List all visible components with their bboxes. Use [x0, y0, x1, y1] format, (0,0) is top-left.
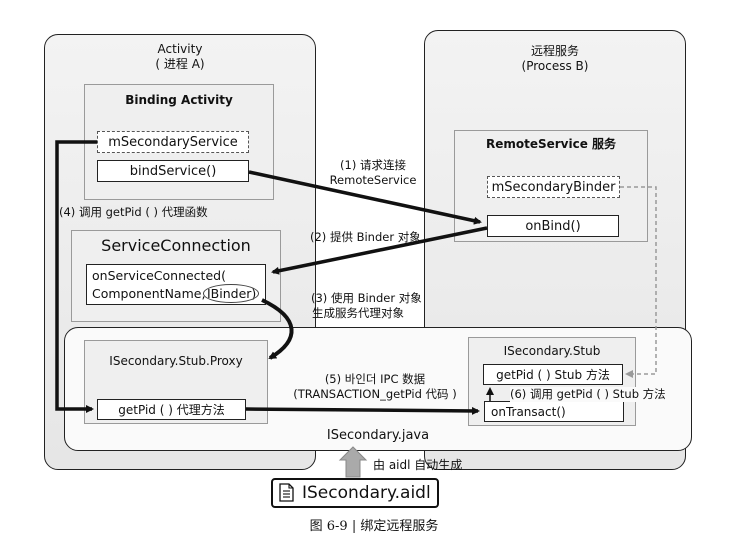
aidl-file-name: ISecondary.aidl — [302, 483, 431, 503]
step3-label-line1: (3) 使用 Binder 对象 — [311, 291, 422, 305]
step5-arrow — [245, 406, 480, 415]
step5-label-line1: (5) 바인더 IPC 数据 — [324, 372, 426, 386]
remote-service-title: RemoteService 服务 — [485, 137, 617, 151]
figure-caption: 图 6-9 | 绑定远程服务 — [309, 519, 439, 534]
auto-generated-label: 由 aidl 自动生成 — [373, 458, 463, 472]
step1-label-line2: RemoteService — [329, 173, 417, 187]
step6-label: (6) 调用 getPid ( ) Stub 方法 — [510, 387, 666, 402]
document-icon — [279, 483, 294, 502]
step4-arrow — [55, 140, 97, 413]
remote-title: 远程服务 — [530, 44, 579, 58]
proxy-get-pid-method: getPid ( ) 代理方法 — [97, 399, 246, 420]
activity-title: Activity — [157, 42, 203, 56]
step3-label-line2: 生成服务代理对象 — [312, 306, 404, 320]
ibinder-highlight — [203, 284, 259, 303]
binder-to-stub-dashed-arrow — [620, 186, 657, 378]
stub-title: ISecondary.Stub — [503, 344, 601, 358]
activity-subtitle: ( 进程 A) — [155, 57, 205, 71]
step2-arrow — [271, 226, 488, 275]
binding-activity-title: Binding Activity — [125, 93, 233, 107]
stub-get-pid-method: getPid ( ) Stub 方法 — [483, 364, 623, 385]
service-connection-title: ServiceConnection — [101, 236, 251, 255]
step3-arrow — [261, 298, 294, 360]
aidl-generate-arrow — [338, 446, 368, 478]
aidl-file-box — [271, 478, 439, 508]
remote-subtitle: (Process B) — [521, 59, 589, 73]
bind-service-method: bindService() — [97, 160, 249, 182]
step2-label: (2) 提供 Binder 对象 — [310, 230, 421, 244]
m-secondary-binder-field: mSecondaryBinder — [487, 176, 620, 198]
on-service-connected-line1: onServiceConnected( — [92, 268, 226, 283]
step5-label-line2: (TRANSACTION_getPid 代码 ) — [293, 387, 457, 401]
step1-arrow — [248, 170, 482, 225]
proxy-title: ISecondary.Stub.Proxy — [109, 354, 243, 368]
step4-label: (4) 调用 getPid ( ) 代理函数 — [59, 205, 208, 220]
step1-label-line1: (1) 请求连接 — [340, 158, 406, 172]
on-bind-method: onBind() — [487, 215, 619, 237]
on-service-connected-line2: ComponentName, — [92, 286, 206, 301]
isecondary-java-label: ISecondary.java — [326, 428, 430, 443]
m-secondary-service-field: mSecondaryService — [97, 131, 249, 153]
